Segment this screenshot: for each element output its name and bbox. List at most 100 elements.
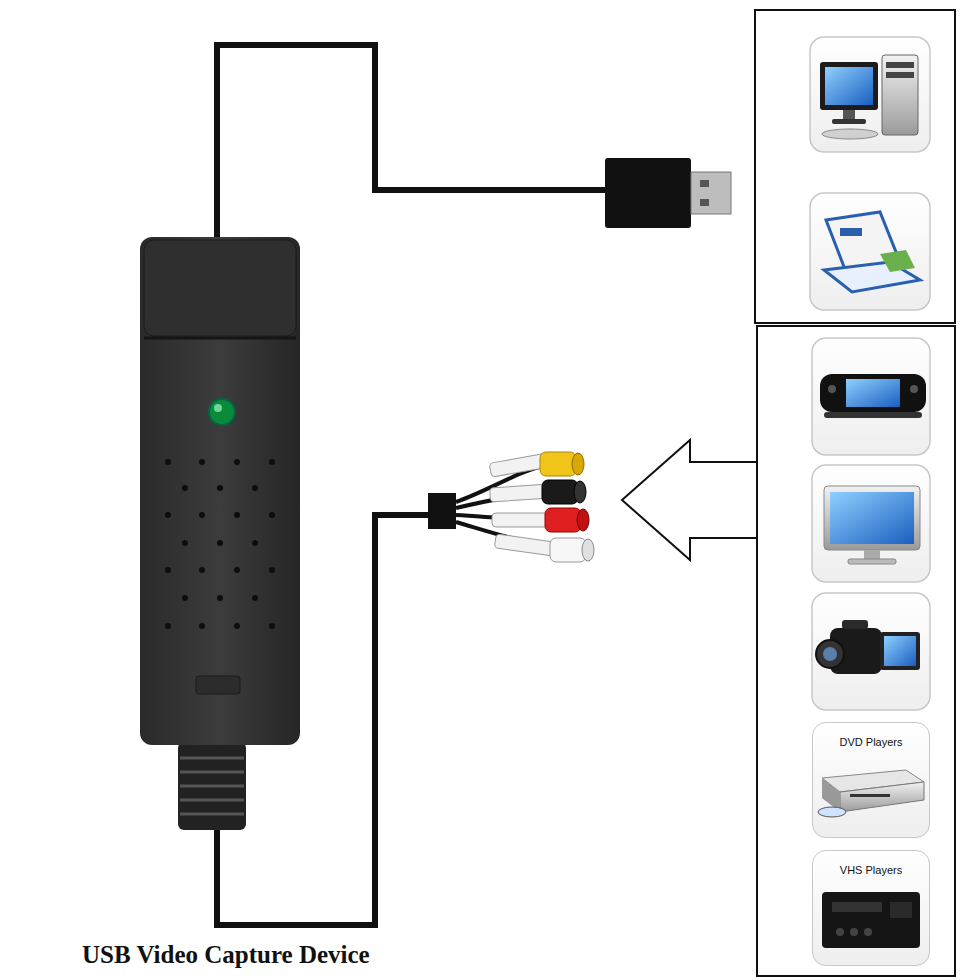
vent-hole [252,485,258,491]
vent-hole [234,567,240,573]
device-tile: DVD Players [812,722,930,838]
icon-tile [812,465,930,582]
vent-hole [252,595,258,601]
camcorder-icon [816,620,920,674]
rib [180,771,244,774]
vhs-button [836,928,844,936]
rib [180,813,244,816]
usb-plug-hole [700,180,709,187]
vent-holes [165,459,275,629]
vent-hole [199,512,205,518]
device-cap [144,240,296,336]
vent-hole [269,459,275,465]
computer-icon [820,55,918,139]
device-notch [196,676,240,694]
dvd-tray [850,794,890,797]
rib [180,785,244,788]
plug-head [550,538,586,562]
yellow-plug [489,452,584,477]
vent-hole [182,540,188,546]
usb-plug-body [605,158,691,228]
vent-hole [217,540,223,546]
vent-hole [217,595,223,601]
vhs-body [822,892,920,948]
device-label: DVD Players [813,723,929,749]
dvd-icon [818,770,924,817]
white-plug [494,534,594,562]
handheld-icon [820,374,926,418]
keyboard [822,129,878,139]
rib [180,799,244,802]
plug-tip [577,509,589,531]
tv-icon [824,486,920,564]
capture-device [140,237,300,830]
tv-screen [830,492,914,544]
device-label: VHS Players [813,851,929,877]
source-panel [755,10,955,323]
monitor-base [832,119,866,124]
handheld-pad [828,385,836,393]
icon-tile [812,593,930,710]
usb-plug-hole [700,199,709,206]
vent-hole [199,459,205,465]
plug-tip [582,539,594,561]
status-led [209,399,235,425]
usb-cable [217,45,607,240]
icon-tile [812,850,930,966]
icon-tile [810,37,930,152]
vhs-icon [822,892,920,948]
vent-hole [269,567,275,573]
handheld-screen [846,379,900,407]
led-glint [214,404,222,412]
laptop-logo [840,228,862,236]
tower-case [882,55,918,135]
laptop-icon [824,212,920,292]
icon-tile [810,193,930,310]
plug-tip [574,481,586,503]
camcorder-glass [823,647,837,661]
drive-bay [886,62,914,68]
input-arrow [622,440,757,560]
plug-sleeve [492,513,552,527]
tv-base [848,559,896,564]
vent-hole [234,512,240,518]
monitor-screen [825,67,873,105]
icon-tile [812,338,930,455]
diagram-caption: USB Video Capture Device [82,941,370,969]
cap-seam [144,337,296,340]
strain-relief [178,742,246,830]
device-panel [757,326,955,976]
vent-hole [165,512,171,518]
vent-hole [234,459,240,465]
vhs-slot [832,902,882,912]
handheld-edge [824,412,922,418]
usb-plug-metal [691,172,731,214]
plug-head [542,480,578,504]
vent-hole [165,567,171,573]
vhs-display [890,902,912,918]
vent-hole [182,485,188,491]
vent-hole [234,623,240,629]
handheld-body [820,374,926,412]
tv-frame [824,486,920,550]
laptop-screen [880,250,915,272]
camcorder-lens [816,640,844,668]
vhs-button [864,928,872,936]
monitor-frame [820,62,878,110]
camcorder-flip [880,632,920,670]
vent-hole [182,595,188,601]
vent-hole [217,485,223,491]
handheld-button [910,385,918,393]
red-plug [492,508,589,532]
dvd-disc [818,807,846,817]
camcorder-screen [884,636,916,666]
vent-hole [269,623,275,629]
plug-sleeve [490,484,551,502]
drive-bay [886,72,914,78]
vent-hole [269,512,275,518]
plug-head [540,452,576,476]
vent-hole [165,623,171,629]
plug-tip [572,453,584,475]
cable-splitter [428,493,456,529]
